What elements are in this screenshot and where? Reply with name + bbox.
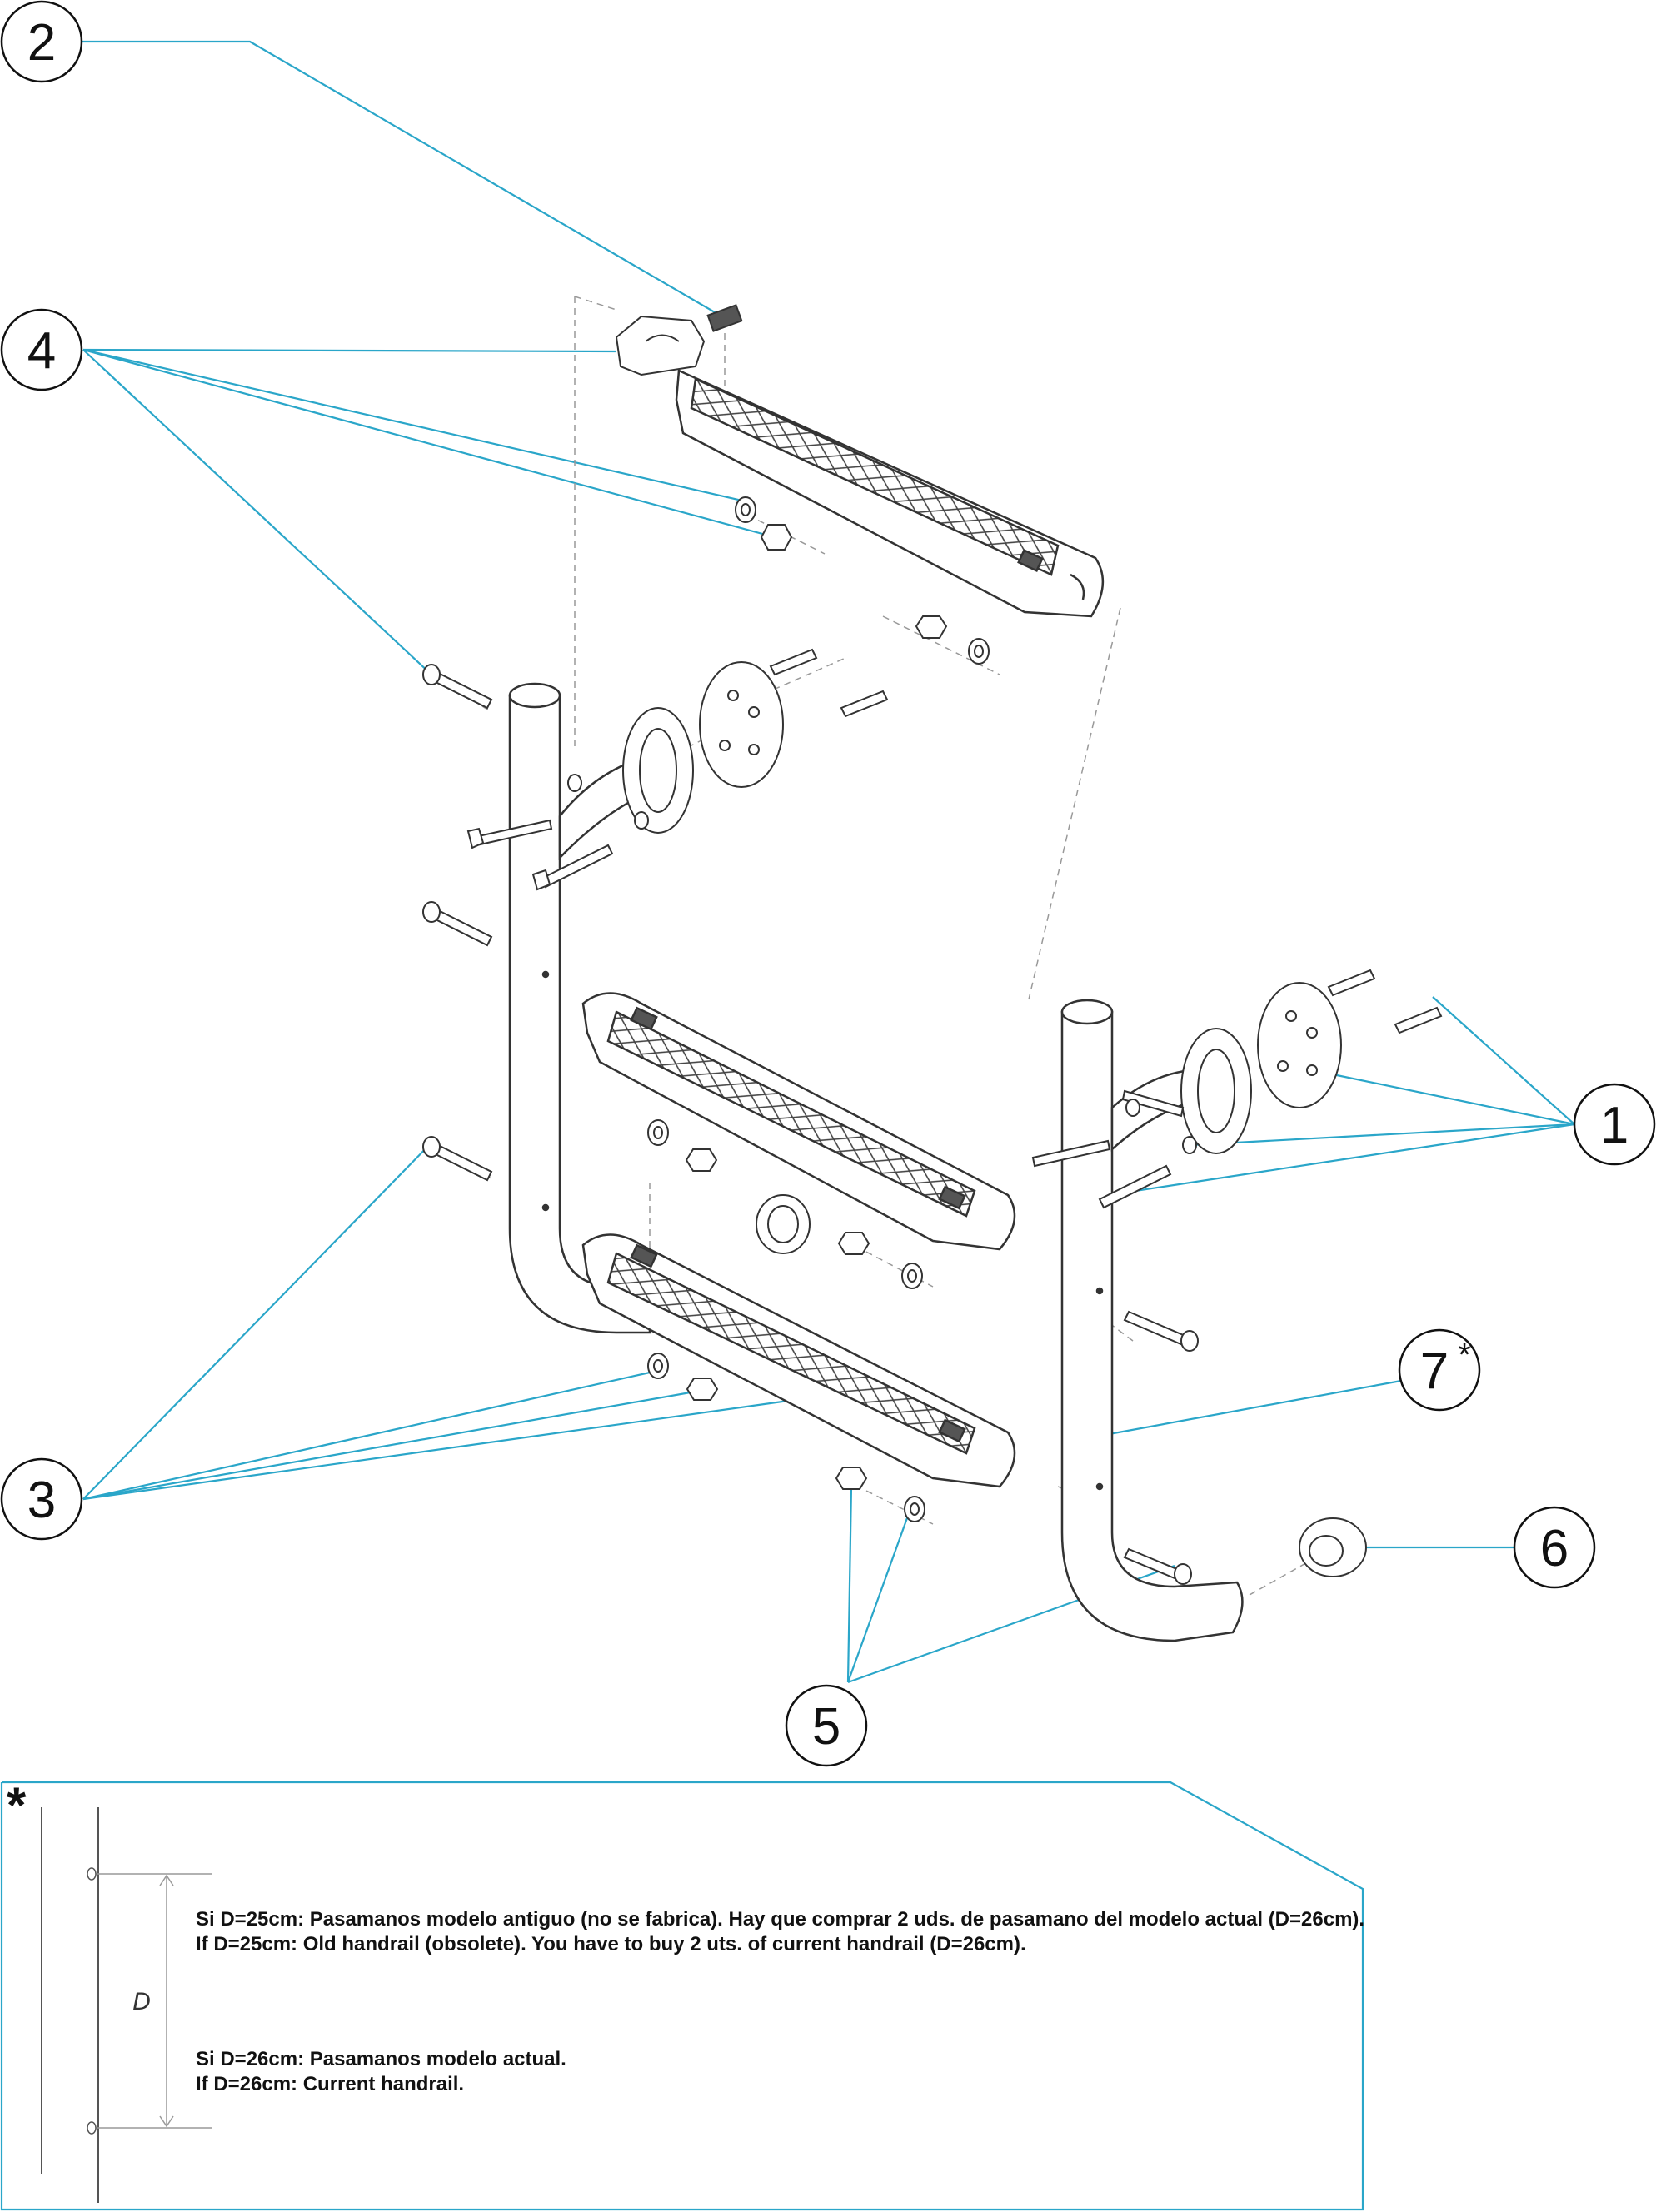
leader-1b <box>1332 1073 1575 1126</box>
leader-4d <box>82 349 432 675</box>
screw <box>1031 1139 1111 1168</box>
callout-5-label: 5 <box>812 1698 840 1756</box>
anchor <box>1394 1006 1443 1034</box>
dimension-d-label: D <box>132 1988 151 2015</box>
leader-4c <box>82 348 776 539</box>
callout-6: 6 <box>1513 1506 1596 1589</box>
anchor <box>1327 969 1376 997</box>
callout-4: 4 <box>0 308 83 391</box>
callout-4-label: 4 <box>27 322 56 380</box>
note-asterisk: * <box>7 1777 27 1833</box>
leader-1d <box>1107 1123 1575 1197</box>
leader-5b <box>846 1515 910 1683</box>
leader-4a <box>82 348 617 353</box>
leader-3d <box>82 1396 813 1501</box>
wall-plate-left <box>699 661 784 788</box>
tread-top <box>675 369 1105 618</box>
nut <box>760 524 793 551</box>
lag-screw <box>1098 1164 1172 1209</box>
note-line-2: If D=25cm: Old handrail (obsolete). You … <box>196 1933 1026 1955</box>
callouts: 2 4 1 3 7 * 6 5 <box>0 0 1656 1767</box>
leader-3a <box>82 1140 434 1500</box>
callout-2-label: 2 <box>27 14 56 72</box>
leader-5a <box>846 1486 853 1683</box>
leader-4b <box>82 348 746 503</box>
leader-1a <box>1432 996 1575 1125</box>
callout-1: 1 <box>1573 1083 1656 1166</box>
note-box-border <box>0 1781 1364 2211</box>
leader-2 <box>82 40 726 319</box>
callout-7-label: 7 <box>1420 1343 1449 1400</box>
leader-3c <box>82 1389 701 1501</box>
callout-6-label: 6 <box>1540 1520 1569 1577</box>
part-5-nut <box>835 1467 868 1490</box>
nut <box>915 615 948 639</box>
tread-bottom <box>581 1233 1016 1488</box>
callout-3: 3 <box>0 1457 83 1541</box>
nut <box>837 1232 870 1255</box>
anchor <box>769 648 818 676</box>
bolt <box>1121 1089 1185 1118</box>
hardware-parts <box>422 304 1443 1585</box>
callout-7-asterisk: * <box>1458 1337 1471 1373</box>
part-2-cap <box>706 304 743 332</box>
right-handrail <box>1060 999 1244 1642</box>
callout-3-label: 3 <box>27 1472 56 1529</box>
note-line-3: Si D=26cm: Pasamanos modelo actual. <box>196 2048 566 2070</box>
nut <box>685 1148 718 1172</box>
leader-7 <box>1095 1379 1402 1438</box>
note-line-1: Si D=25cm: Pasamanos modelo antiguo (no … <box>196 1908 1364 1931</box>
part-3-nut <box>686 1378 719 1401</box>
callout-7: 7 * <box>1398 1328 1481 1412</box>
callout-5: 5 <box>785 1684 868 1767</box>
leader-3b <box>82 1371 651 1501</box>
leader-1c <box>1189 1123 1575 1147</box>
callout-1-label: 1 <box>1600 1097 1629 1154</box>
tread-middle <box>581 992 1016 1251</box>
leader-lines <box>0 40 1575 2211</box>
note-line-4: If D=26cm: Current handrail. <box>196 2073 464 2095</box>
callout-2: 2 <box>0 0 83 83</box>
part-4-clamp <box>615 315 706 376</box>
handrail-note: * D Si D=25cm: Pasamanos modelo antiguo … <box>7 1777 1364 2203</box>
anchor <box>840 690 889 718</box>
bolt <box>1123 1310 1189 1347</box>
wall-plate-right <box>1257 982 1342 1108</box>
